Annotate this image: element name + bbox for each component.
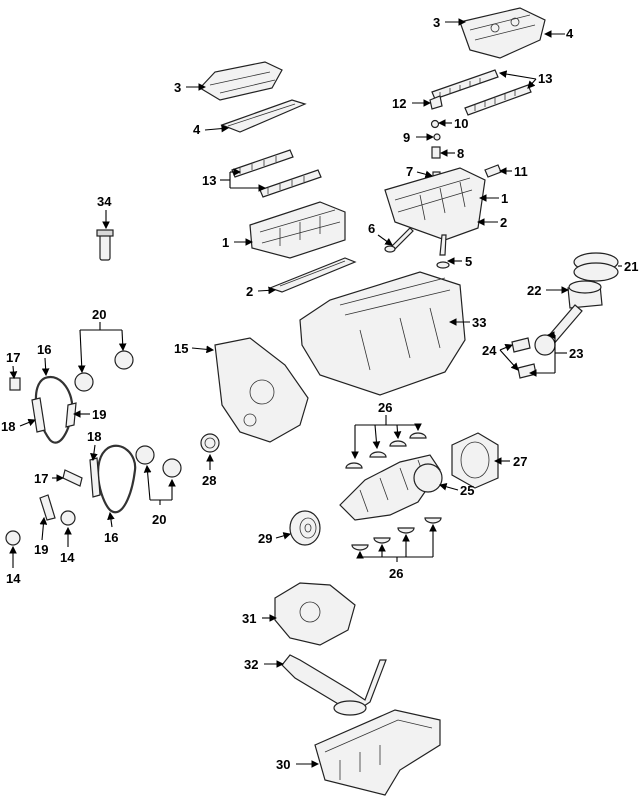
callout-33: 33 [472,315,486,330]
timing-chain-upper [9,350,134,444]
callout-18-upper: 18 [1,419,15,434]
callout-30: 30 [276,757,290,772]
callout-2-left-head-gasket: 2 [246,284,253,299]
camshafts-left [231,149,322,198]
valve-cover-left [199,61,283,101]
callout-15: 15 [174,341,188,356]
callout-8: 8 [457,146,464,161]
callout-20-lower: 20 [152,512,166,527]
callout-23: 23 [569,346,583,361]
oil-pickup-tube [281,654,387,716]
callout-2-right-head-gasket: 2 [500,215,507,230]
sensor-34 [96,229,114,261]
callout-22: 22 [527,283,541,298]
oil-pan [314,709,441,796]
valve-cover-right [459,7,546,59]
callout-16-lower: 16 [104,530,118,545]
callout-34: 34 [97,194,112,209]
callout-6: 6 [368,221,375,236]
callout-14-left: 14 [6,571,21,586]
callout-29: 29 [258,531,272,546]
callout-14-middle: 14 [60,550,75,565]
valve-cover-gasket-left [220,99,307,133]
callout-27: 27 [513,454,527,469]
timing-cover [214,337,309,443]
callout-26-upper: 26 [378,400,392,415]
engine-block [299,271,466,396]
callout-9: 9 [403,130,410,145]
callout-4-left-gasket: 4 [193,122,201,137]
callout-3-right-cover: 3 [433,15,440,30]
valves [384,227,450,269]
callout-28: 28 [202,473,216,488]
callout-32: 32 [244,657,258,672]
crankshaft [339,454,443,521]
callout-19-upper: 19 [92,407,106,422]
callout-20-upper: 20 [92,307,106,322]
rear-main-seal [451,432,499,489]
callout-25: 25 [460,483,474,498]
cylinder-head-right [384,167,486,241]
callout-labels: 3 4 13 3 4 12 10 9 8 7 11 13 1 2 34 6 5 … [1,15,638,772]
timing-chain-lower [5,444,182,546]
callout-17-upper: 17 [6,350,20,365]
callout-11: 11 [514,164,528,179]
front-seal [200,433,220,453]
callout-24: 24 [482,343,497,358]
camshafts-right [431,69,532,116]
callout-7: 7 [406,164,413,179]
callout-10: 10 [454,116,468,131]
callout-13-right-cams: 13 [538,71,552,86]
callout-4-right-gasket: 4 [566,26,574,41]
callout-31: 31 [242,611,256,626]
head-gasket-left [268,257,357,293]
main-bearings-upper [345,432,427,469]
oil-pump [274,582,356,646]
callout-16-upper: 16 [37,342,51,357]
callout-13-left-cams: 13 [202,173,216,188]
callout-1-right-head: 1 [501,191,508,206]
main-bearings-lower [351,517,442,551]
callout-3-left-cover: 3 [174,80,181,95]
callout-21: 21 [624,259,638,274]
callout-12: 12 [392,96,406,111]
callout-26-lower: 26 [389,566,403,581]
callout-17-lower: 17 [34,471,48,486]
piston-assembly [511,252,619,379]
callout-19-lower: 19 [34,542,48,557]
callout-5: 5 [465,254,472,269]
cylinder-head-left [249,201,346,259]
callout-1-left-head: 1 [222,235,229,250]
crank-pulley [289,510,321,546]
leader-lines [9,18,622,768]
callout-18-lower: 18 [87,429,101,444]
